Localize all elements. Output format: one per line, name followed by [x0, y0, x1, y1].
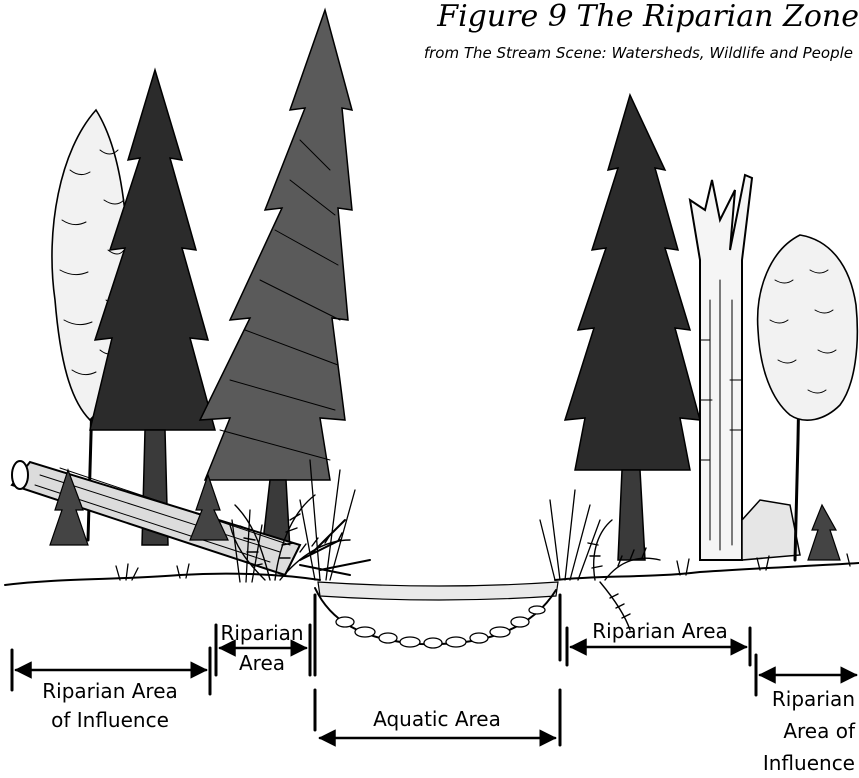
- zone-left-riparian: Riparian Area: [216, 621, 310, 675]
- figure-subtitle: from The Stream Scene: Watersheds, Wildl…: [424, 44, 853, 62]
- tall-fir-icon: [200, 10, 352, 550]
- zone-left-influence-label-line1: Riparian Area: [42, 679, 178, 703]
- zone-right-riparian-label: Riparian Area: [592, 619, 728, 643]
- zone-right-riparian: Riparian Area: [567, 619, 750, 665]
- sapling-icon: [808, 505, 840, 560]
- zone-right-influence: Riparian Area of Influence: [756, 655, 856, 775]
- ground-line: [5, 563, 859, 585]
- zone-left-riparian-label-line1: Riparian: [220, 621, 303, 645]
- stream-water: [318, 582, 558, 600]
- stream-channel: [315, 582, 558, 648]
- figure-title: Figure 9 The Riparian Zone: [436, 0, 859, 34]
- zone-right-influence-label-line3: Influence: [763, 751, 855, 775]
- landscape-illustration: [5, 10, 859, 648]
- conifer-icon: [565, 95, 700, 560]
- zone-left-influence-label-line2: of Influence: [51, 708, 169, 732]
- zone-left-riparian-label-line2: Area: [239, 651, 285, 675]
- zone-right-influence-label-line2: Area of: [783, 719, 856, 743]
- zone-aquatic-label: Aquatic Area: [373, 707, 501, 731]
- zone-left-influence: Riparian Area of Influence: [12, 648, 210, 732]
- zone-right-influence-label-line1: Riparian: [772, 687, 855, 711]
